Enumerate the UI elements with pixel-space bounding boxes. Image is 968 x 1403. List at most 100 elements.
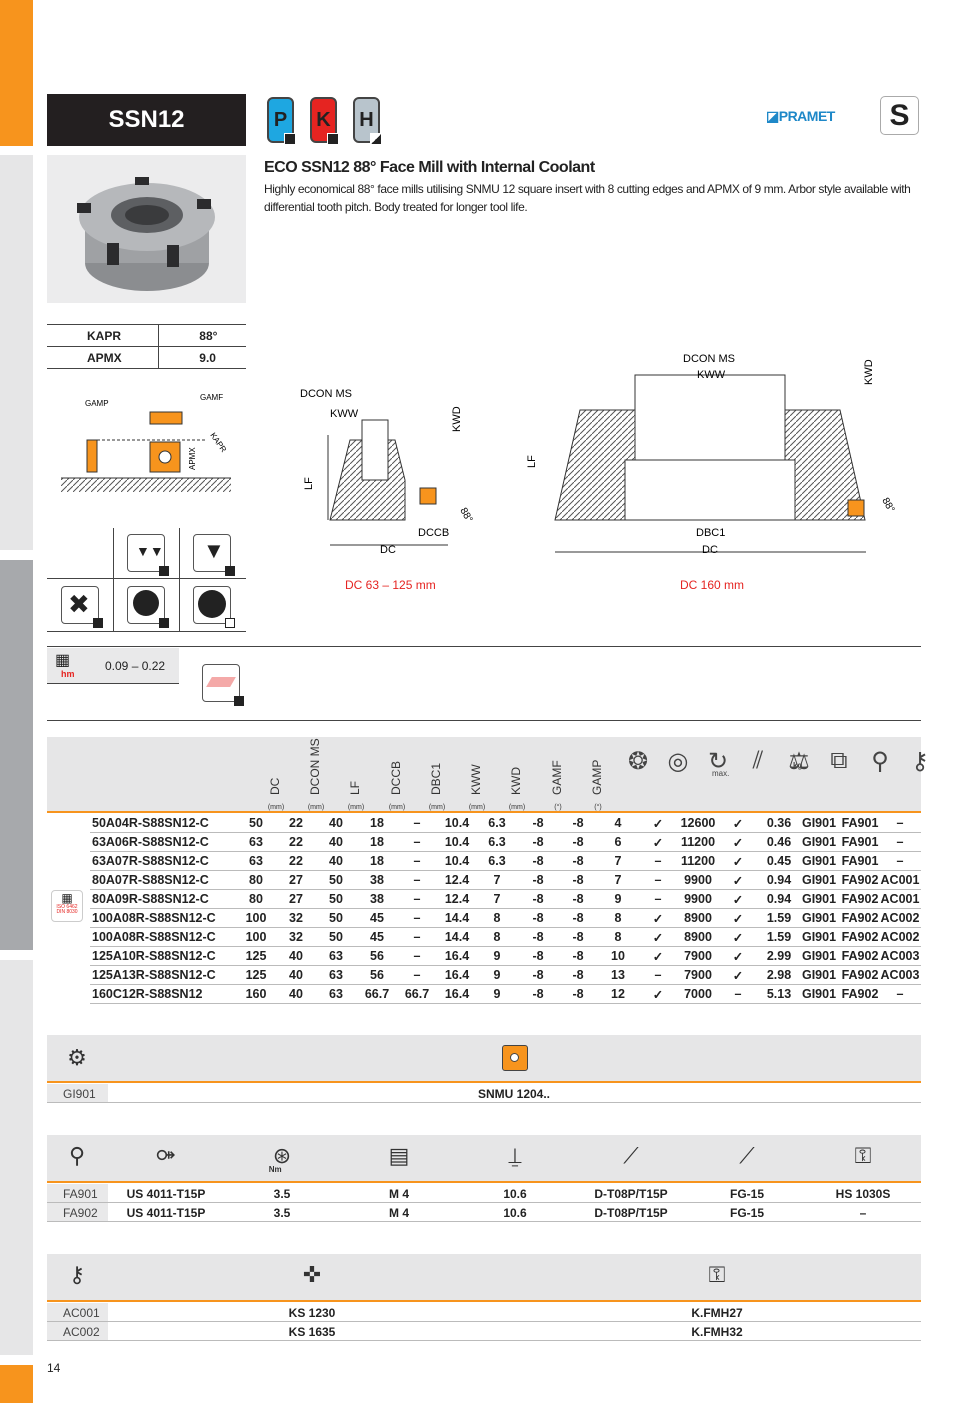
circular-icon bbox=[193, 586, 235, 628]
cell: 0.45 bbox=[766, 854, 792, 868]
cell: GI901 bbox=[801, 854, 837, 868]
cell: GI901 bbox=[801, 949, 837, 963]
cell: 16.4 bbox=[444, 968, 470, 982]
cell: 5.13 bbox=[766, 987, 792, 1001]
cell: GI901 bbox=[801, 911, 837, 925]
cell: FA902 bbox=[841, 873, 879, 887]
cell: 0.94 bbox=[766, 873, 792, 887]
item-code[interactable]: 100A08R-S88SN12-C bbox=[92, 911, 216, 925]
column-label: KWW bbox=[469, 764, 483, 795]
thread-icon: ▤ bbox=[388, 1143, 410, 1168]
cell: 38 bbox=[370, 892, 384, 906]
column-label: GAMF bbox=[550, 760, 564, 795]
cell: FA901 bbox=[841, 835, 879, 849]
cell: – bbox=[654, 854, 662, 868]
insert-spare-parts-icon: ⚙ bbox=[67, 1045, 87, 1070]
pocket-icon bbox=[127, 586, 169, 628]
cell: – bbox=[413, 835, 421, 849]
cell: ✓ bbox=[732, 817, 744, 831]
item-code[interactable]: 50A04R-S88SN12-C bbox=[92, 816, 209, 830]
product-description: Highly economical 88° face mills utilisi… bbox=[264, 182, 911, 214]
column-header: GAMF(°) bbox=[538, 737, 578, 813]
cell: 40 bbox=[289, 968, 303, 982]
square-insert-icon bbox=[502, 1045, 528, 1071]
cell: -8 bbox=[532, 949, 544, 963]
label-kwd: KWD bbox=[451, 406, 463, 432]
cell: -8 bbox=[572, 968, 584, 982]
item-code[interactable]: 80A09R-S88SN12-C bbox=[92, 892, 209, 906]
cell: K.FMH32 bbox=[691, 1325, 743, 1339]
cell: ✓ bbox=[652, 988, 664, 1002]
cell: GI901 bbox=[801, 835, 837, 849]
cell: – bbox=[413, 854, 421, 868]
cell: 40 bbox=[289, 949, 303, 963]
item-code[interactable]: 63A07R-S88SN12-C bbox=[92, 854, 209, 868]
column-unit: (mm) bbox=[468, 804, 486, 811]
column-unit: (mm) bbox=[307, 804, 325, 811]
item-code[interactable]: 80A07R-S88SN12-C bbox=[92, 873, 209, 887]
accessories-icon: ⚷ bbox=[911, 748, 929, 775]
max-label: max. bbox=[712, 769, 730, 778]
cell: – bbox=[413, 892, 421, 906]
cell: 8900 bbox=[684, 911, 712, 925]
number-of-teeth-icon: ❂ bbox=[627, 748, 649, 775]
cell: -8 bbox=[532, 930, 544, 944]
cell: 14.4 bbox=[444, 911, 470, 925]
cell: K.FMH27 bbox=[691, 1306, 743, 1320]
item-code[interactable]: 125A13R-S88SN12-C bbox=[92, 968, 216, 982]
standard-badge: ▦ ISO 6462 DIN 8030 bbox=[51, 890, 83, 922]
cell: – bbox=[896, 854, 904, 868]
cell: 80 bbox=[249, 873, 263, 887]
cell: 10.6 bbox=[503, 1206, 527, 1220]
column-unit: (mm) bbox=[347, 804, 365, 811]
cell: 18 bbox=[370, 816, 384, 830]
cell: 63 bbox=[329, 987, 343, 1001]
cell: -8 bbox=[572, 873, 584, 887]
cell: 50 bbox=[329, 930, 343, 944]
cell: 7900 bbox=[684, 968, 712, 982]
cell: AC003 bbox=[880, 968, 920, 982]
cell: 6 bbox=[614, 835, 622, 849]
item-code[interactable]: 100A08R-S88SN12-C bbox=[92, 930, 216, 944]
cell: 40 bbox=[329, 854, 343, 868]
cell: 50 bbox=[329, 892, 343, 906]
divider bbox=[47, 646, 921, 647]
cell: 10 bbox=[611, 949, 625, 963]
column-label: DCCB bbox=[389, 760, 403, 795]
table-header: DC(mm)DCON MS(mm)LF(mm)DCCB(mm)DBC1(mm)K… bbox=[47, 737, 929, 813]
cell: 6.3 bbox=[488, 854, 506, 868]
cell: ✓ bbox=[732, 836, 744, 850]
cell: 80 bbox=[249, 892, 263, 906]
cell: 7 bbox=[493, 892, 501, 906]
cell: 50 bbox=[249, 816, 263, 830]
label-dbc1: DBC1 bbox=[696, 527, 725, 539]
cell: 7 bbox=[614, 873, 622, 887]
cell: – bbox=[859, 1206, 867, 1220]
cell: ✓ bbox=[732, 855, 744, 869]
weight-icon: ⚖kg bbox=[788, 748, 810, 775]
cell: – bbox=[896, 835, 904, 849]
feed-box: ▦ hm 0.09 – 0.22 bbox=[47, 648, 179, 684]
material-group-badge: S bbox=[880, 96, 919, 135]
drawing-small: DCON MS KWW KWD LF DCCB DC 88° bbox=[300, 388, 474, 556]
shoulder-milling-icon: ▼ bbox=[193, 534, 235, 576]
torque-icon: ⊛Nm bbox=[268, 1143, 292, 1174]
cell: 100 bbox=[245, 911, 267, 925]
cell: 10.4 bbox=[444, 854, 470, 868]
item-code[interactable]: 63A06R-S88SN12-C bbox=[92, 835, 209, 849]
cell: -8 bbox=[572, 816, 584, 830]
cell: -8 bbox=[532, 987, 544, 1001]
cell: M 4 bbox=[388, 1206, 410, 1220]
cell: – bbox=[654, 892, 662, 906]
item-code[interactable]: 160C12R-S88SN12 bbox=[92, 987, 203, 1001]
item-code[interactable]: 125A10R-S88SN12-C bbox=[92, 949, 216, 963]
cell: ✓ bbox=[652, 912, 664, 926]
part-code: FA901 bbox=[47, 1184, 108, 1202]
fastening-parts-icon: ⚲ bbox=[871, 748, 889, 775]
